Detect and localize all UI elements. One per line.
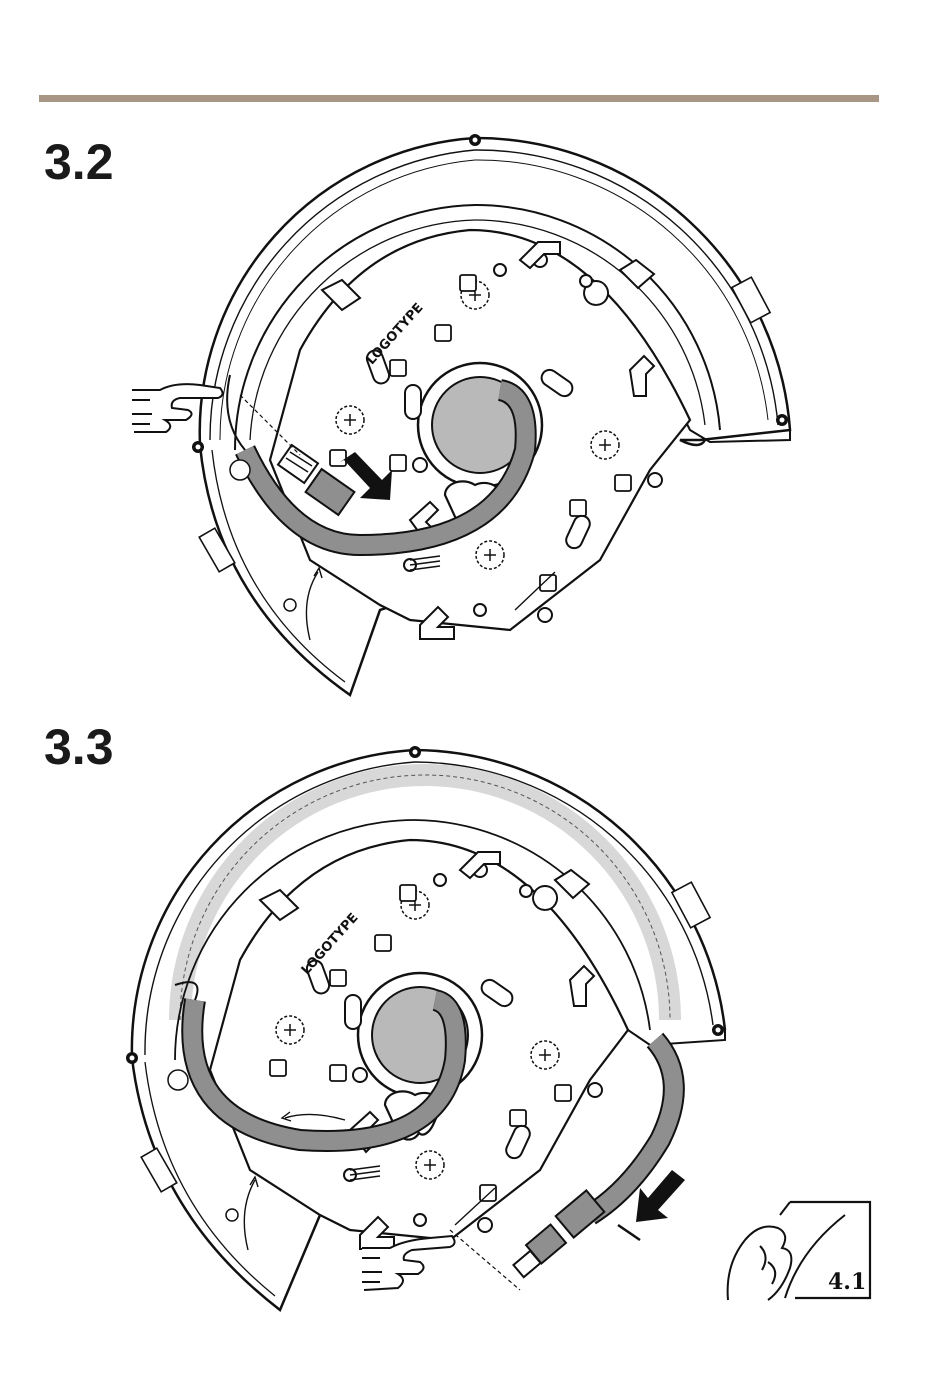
hand-pointing-icon xyxy=(132,384,223,432)
hand-holding-page-icon xyxy=(728,1227,792,1301)
network-connector-2 xyxy=(513,1190,604,1277)
mounting-plate-figure-3-2: LOGOTYPE xyxy=(132,134,790,695)
page-reference-label: 4.1 xyxy=(828,1269,866,1295)
page-reference-icon: 4.1 xyxy=(728,1202,870,1300)
mounting-plate-figure-3-3: LOGOTYPE xyxy=(126,746,725,1310)
cut-mark xyxy=(618,1225,640,1240)
